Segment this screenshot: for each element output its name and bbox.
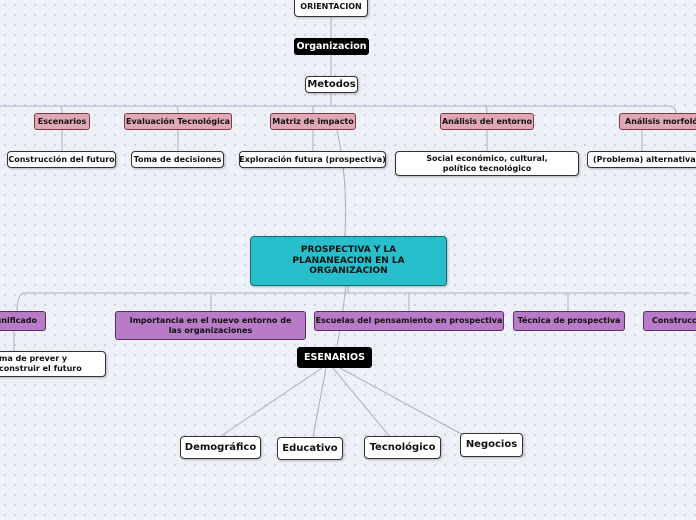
organizacion-node[interactable]: Organizacion (294, 38, 369, 55)
exploracion-futura-node[interactable]: Exploración futura (prospectiva) (239, 151, 386, 168)
demografico-node[interactable]: Demográfico (180, 436, 261, 459)
construccion-del-futuro-node[interactable]: Construcción del futuro (7, 151, 116, 168)
escenarios-node[interactable]: Escenarios (34, 113, 90, 130)
social-economico-node[interactable]: Social económico, cultural, político tec… (395, 151, 579, 176)
evaluacion-tecnologica-node[interactable]: Evaluación Tecnológica (124, 113, 232, 130)
esenarios-node[interactable]: ESENARIOS (297, 347, 372, 368)
metodos-node[interactable]: Metodos (305, 76, 358, 93)
importancia-node[interactable]: Importancia en el nuevo entorno de las o… (115, 311, 306, 340)
educativo-node[interactable]: Educativo (277, 437, 343, 460)
negocios-node[interactable]: Negocios (460, 433, 523, 457)
matriz-de-impacto-node[interactable]: Matriz de impacto (270, 113, 356, 130)
problema-alternativas-node[interactable]: (Problema) alternativas (587, 151, 696, 168)
orientacion-node[interactable]: ORIENTACION (294, 0, 368, 17)
significado-node[interactable]: gnificado (0, 311, 46, 331)
toma-de-decisiones-node[interactable]: Toma de decisiones (131, 151, 224, 168)
forma-de-prever-node[interactable]: ma de prever y construir el futuro (0, 351, 106, 377)
central-topic-node[interactable]: PROSPECTIVA Y LA PLANANEACION EN LA ORGA… (250, 236, 447, 286)
tecnica-node[interactable]: Técnica de prospectiva (513, 311, 625, 331)
analisis-del-entorno-node[interactable]: Análisis del entorno (440, 113, 534, 130)
tecnologico-node[interactable]: Tecnológico (364, 436, 441, 459)
construccion-node[interactable]: Construcci (643, 311, 696, 331)
analisis-morfologico-node[interactable]: Análisis morfológ (619, 113, 696, 130)
escuelas-node[interactable]: Escuelas del pensamiento en prospectiva (314, 311, 504, 331)
